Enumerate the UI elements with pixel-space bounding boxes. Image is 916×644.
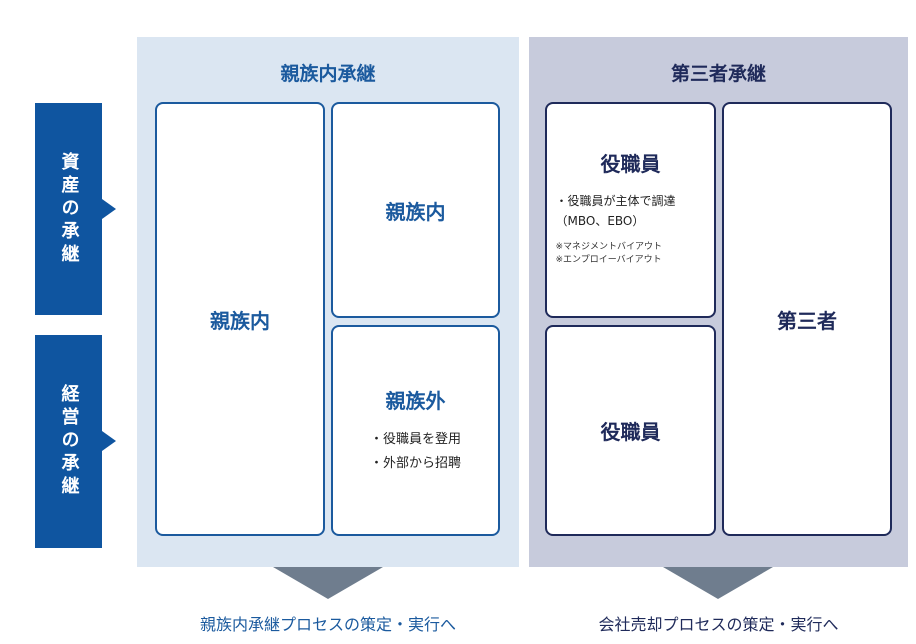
- family-left-card: 親族内: [155, 102, 325, 536]
- third-down-arrow: [663, 567, 773, 599]
- side-label-management-succession: 経営の承継: [35, 335, 102, 548]
- family-left-card-title: 親族内: [210, 308, 270, 333]
- family-down-arrow: [273, 567, 383, 599]
- family-bottom-right-bullets: 役職員を登用 外部から招聘: [370, 428, 461, 476]
- family-bottom-right-card-title: 親族外: [385, 389, 446, 413]
- third-top-left-card-title: 役職員: [600, 152, 661, 176]
- family-top-right-card-title: 親族内: [385, 199, 446, 224]
- family-bottom-right-card: 親族外 役職員を登用 外部から招聘: [331, 325, 500, 536]
- side-label-management-text: 経営の承継: [58, 384, 80, 499]
- third-bottom-left-card: 役職員: [545, 325, 716, 536]
- third-party-succession-panel: 第三者承継 役職員 ・役職員が主体で調達 （MBO、EBO） ※マネジメントバイ…: [529, 37, 908, 567]
- family-bottom-caption: 親族内承継プロセスの策定・実行へ: [199, 615, 456, 634]
- third-top-left-note1: ※マネジメントバイアウト: [555, 242, 663, 252]
- third-top-left-note2: ※エンプロイーバイアウト: [555, 255, 662, 265]
- bullet-item: 外部から招聘: [370, 452, 461, 476]
- third-right-card-title: 第三者: [777, 308, 837, 333]
- side-label-asset-text: 資産の承継: [58, 151, 80, 267]
- side-arrow-management: [102, 431, 116, 451]
- third-panel-title: 第三者承継: [670, 63, 766, 85]
- third-right-card: 第三者: [722, 102, 892, 536]
- third-top-left-card: 役職員 ・役職員が主体で調達 （MBO、EBO） ※マネジメントバイアウト ※エ…: [545, 102, 716, 318]
- third-bottom-left-card-title: 役職員: [600, 420, 661, 444]
- family-top-right-card: 親族内: [331, 102, 500, 318]
- third-bottom-caption: 会社売却プロセスの策定・実行へ: [598, 615, 839, 634]
- bullet-item: 役職員を登用: [370, 428, 461, 452]
- side-arrow-asset: [102, 199, 116, 219]
- third-top-left-line1: ・役職員が主体で調達: [555, 194, 676, 208]
- third-top-left-line2: （MBO、EBO）: [555, 214, 645, 228]
- side-label-asset-succession: 資産の承継: [35, 103, 102, 315]
- family-succession-panel: 親族内承継 親族内 親族内 親族外 役職員を登用 外部から招聘: [137, 37, 519, 567]
- family-panel-title: 親族内承継: [280, 63, 376, 85]
